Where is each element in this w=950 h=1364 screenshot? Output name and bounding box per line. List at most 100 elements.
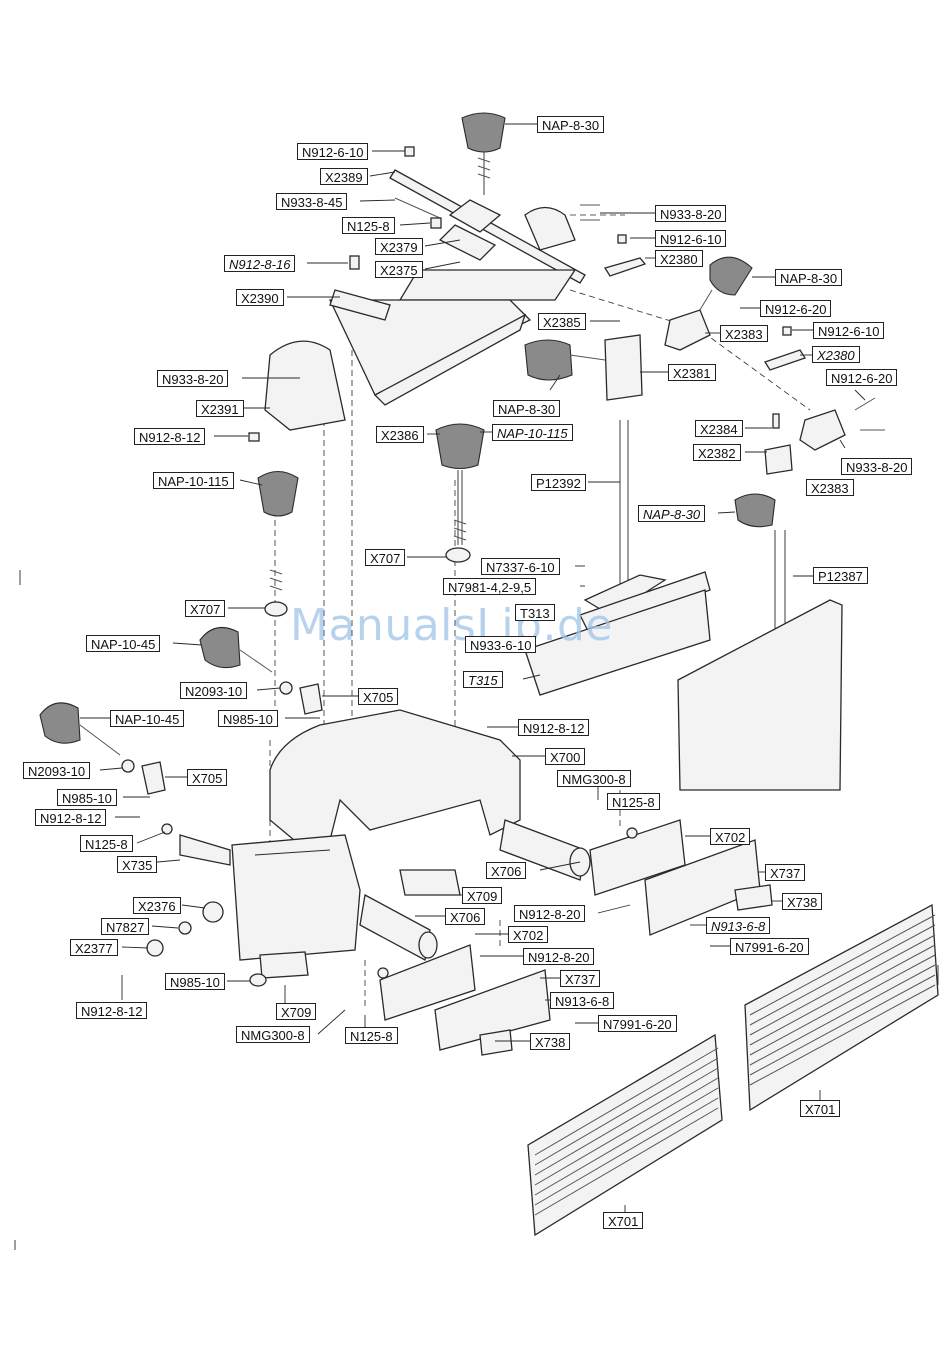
watermark: ManualsLib.de	[290, 600, 613, 651]
label-x2391: X2391	[196, 400, 244, 417]
label-n913-6-8: N913-6-8	[706, 917, 771, 934]
label-n125-8: N125-8	[607, 793, 660, 810]
label-n985-10: N985-10	[57, 789, 117, 806]
label-x707: X707	[185, 600, 226, 617]
fence-bar-assembly	[264, 169, 586, 431]
label-x2376: X2376	[133, 897, 181, 914]
label-n912-8-12: N912-8-12	[134, 428, 206, 445]
knob-nap-8-30-top	[461, 112, 506, 195]
label-n985-10: N985-10	[165, 973, 225, 990]
label-n912-6-10: N912-6-10	[655, 230, 727, 247]
label-x2375: X2375	[375, 261, 423, 278]
label-n912-8-12: N912-8-12	[76, 1002, 148, 1019]
block-x2383-a	[664, 309, 711, 351]
clamp-x2381	[524, 334, 643, 401]
label-x705: X705	[187, 769, 228, 786]
label-x706: X706	[486, 862, 527, 879]
label-x2384: X2384	[695, 420, 743, 437]
label-n2093-10: N2093-10	[180, 682, 248, 699]
label-n7991-6-20: N7991-6-20	[730, 938, 809, 955]
label-n912-6-10: N912-6-10	[813, 322, 885, 339]
scan-marks	[14, 570, 939, 1250]
handle-x738-upper	[734, 884, 773, 911]
knob-nap-10-45-lower	[39, 702, 166, 795]
knob-nap-10-115-center	[435, 423, 485, 563]
label-x2379: X2379	[375, 238, 423, 255]
label-n985-10: N985-10	[218, 710, 278, 727]
block-x2383-b	[799, 409, 846, 451]
label-nap-10-115: NAP-10-115	[153, 472, 234, 489]
leader-lines	[80, 123, 866, 1212]
label-x707: X707	[365, 549, 406, 566]
label-x2386: X2386	[376, 426, 424, 443]
label-n125-8: N125-8	[342, 217, 395, 234]
label-nap-8-30: NAP-8-30	[775, 269, 843, 286]
screws	[248, 146, 885, 442]
knob-nap-10-45-upper	[199, 626, 323, 715]
label-x2382: X2382	[693, 444, 741, 461]
label-n125-8: N125-8	[80, 835, 133, 852]
label-n7337-6-10: N7337-6-10	[481, 558, 560, 575]
label-n912-8-20: N912-8-20	[523, 948, 595, 965]
label-nmg300-8: NMG300-8	[557, 770, 631, 787]
shaft-x706-lower	[359, 893, 438, 962]
pad-x709-upper	[399, 869, 461, 896]
label-n7827: N7827	[101, 918, 150, 935]
washers	[146, 823, 638, 987]
label-x2383: X2383	[806, 479, 854, 496]
label-nmg300-8: NMG300-8	[236, 1026, 310, 1043]
label-n912-8-12: N912-8-12	[35, 809, 107, 826]
label-p12392: P12392	[531, 474, 586, 491]
clip-x2380-b	[764, 349, 806, 371]
label-n933-8-45: N933-8-45	[276, 193, 348, 210]
label-x735: X735	[117, 856, 158, 873]
knob-nap-10-115-left	[257, 470, 299, 617]
extrusion-x701-right	[744, 903, 939, 1112]
label-x700: X700	[545, 748, 586, 765]
label-t315: T315	[463, 671, 503, 688]
pad-x709-lower	[259, 951, 309, 979]
label-nap-10-45: NAP-10-45	[86, 635, 161, 652]
label-nap-8-30: NAP-8-30	[638, 505, 706, 522]
label-n912-6-20: N912-6-20	[760, 300, 832, 317]
label-nap-8-30: NAP-8-30	[493, 400, 561, 417]
label-x702: X702	[710, 828, 751, 845]
label-nap-10-45: NAP-10-45	[110, 710, 185, 727]
label-n125-8: N125-8	[345, 1027, 398, 1044]
label-x2380: X2380	[655, 250, 703, 267]
label-x738: X738	[530, 1033, 571, 1050]
label-n7991-6-20: N7991-6-20	[598, 1015, 677, 1032]
knob-nap-8-30-right	[694, 256, 753, 319]
label-x2383: X2383	[720, 325, 768, 342]
label-x737: X737	[765, 864, 806, 881]
plate-x702-lower	[379, 944, 476, 1021]
label-x705: X705	[358, 688, 399, 705]
label-nap-8-30: NAP-8-30	[537, 116, 605, 133]
housing-x700	[179, 709, 521, 961]
label-n913-6-8: N913-6-8	[550, 992, 615, 1009]
label-x702: X702	[508, 926, 549, 943]
label-n933-8-20: N933-8-20	[841, 458, 913, 475]
label-x2381: X2381	[668, 364, 716, 381]
rod-p12392	[524, 420, 711, 696]
label-x709: X709	[276, 1003, 317, 1020]
label-n933-6-10: N933-6-10	[465, 636, 537, 653]
label-x2389: X2389	[320, 168, 368, 185]
label-n933-8-20: N933-8-20	[655, 205, 727, 222]
label-x701: X701	[603, 1212, 644, 1229]
label-nap-10-115: NAP-10-115	[492, 424, 573, 441]
rod-p12387	[677, 444, 843, 791]
label-n2093-10: N2093-10	[23, 762, 91, 779]
clip-x2380-a	[603, 257, 647, 277]
label-n912-6-20: N912-6-20	[826, 369, 898, 386]
label-x2390: X2390	[236, 289, 284, 306]
label-x2380: X2380	[812, 346, 860, 363]
label-n912-6-10: N912-6-10	[297, 143, 369, 160]
label-x2385: X2385	[538, 313, 586, 330]
label-t313: T313	[515, 604, 555, 621]
label-p12387: P12387	[813, 567, 868, 584]
label-x701: X701	[800, 1100, 841, 1117]
label-x738: X738	[782, 893, 823, 910]
